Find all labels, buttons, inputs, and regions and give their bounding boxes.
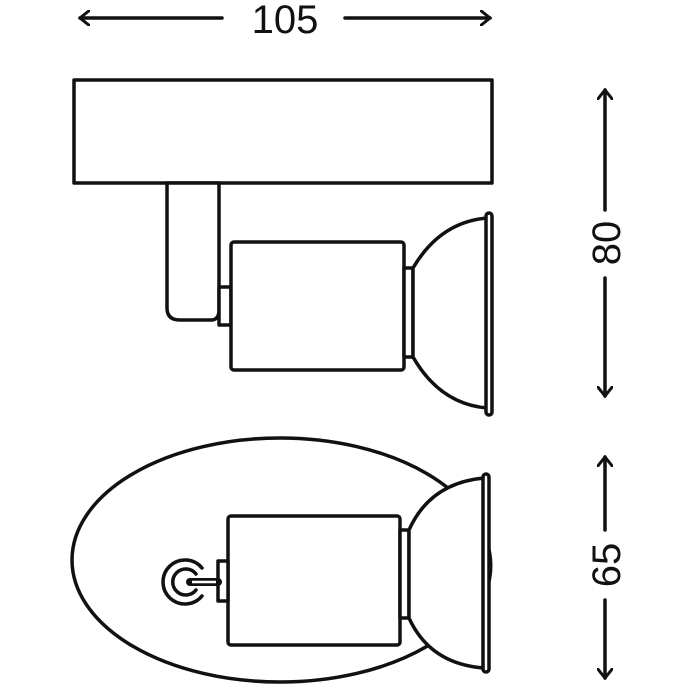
side-view xyxy=(72,78,494,417)
reflector-rim-top xyxy=(481,472,491,674)
mounting-arm xyxy=(165,181,221,322)
clip-ring-outer xyxy=(161,558,204,606)
height-label: 80 xyxy=(585,221,629,266)
depth-label: 65 xyxy=(585,543,629,588)
reflector xyxy=(411,216,489,410)
width-label: 105 xyxy=(252,0,319,42)
clip-ring-inner xyxy=(171,567,198,597)
lamp-body-top xyxy=(226,514,402,647)
top-view xyxy=(70,436,493,684)
depth-dimension: 65 xyxy=(585,457,629,678)
ceiling-base xyxy=(72,78,494,185)
width-dimension: 105 xyxy=(80,0,490,42)
joint-connector xyxy=(217,285,233,327)
reflector-rim xyxy=(484,211,494,417)
lamp-body xyxy=(229,240,406,372)
height-dimension: 80 xyxy=(585,90,629,396)
